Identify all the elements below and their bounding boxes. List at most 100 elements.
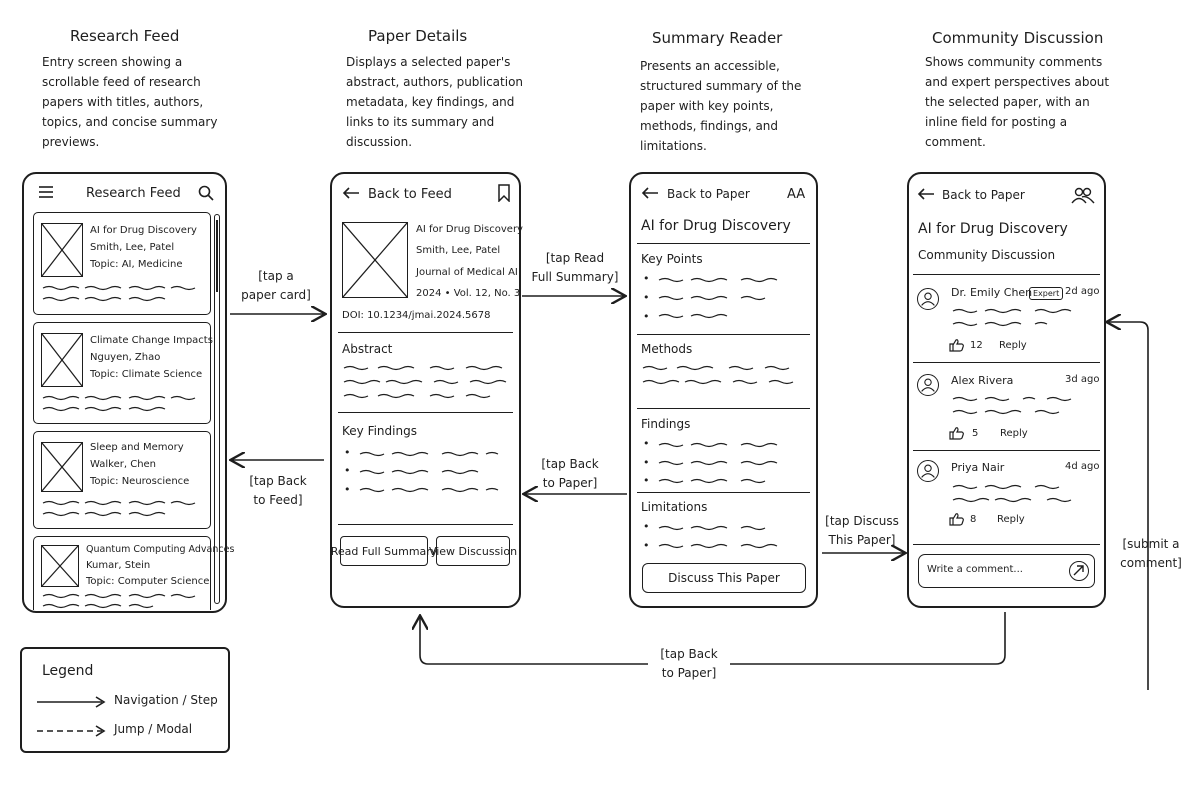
paper-card-topic: Topic: Climate Science <box>90 369 203 380</box>
reply-button[interactable]: Reply <box>997 514 1025 525</box>
avatar-icon <box>917 460 939 482</box>
feed-header: Research Feed <box>24 174 225 214</box>
comment-input-field[interactable]: Write a comment... <box>918 554 1095 588</box>
divider <box>913 544 1100 545</box>
legend-dashed-arrow <box>37 725 106 737</box>
back-arrow-icon[interactable] <box>917 187 935 204</box>
comment-author: Alex Rivera <box>951 374 1014 387</box>
bullet: • <box>643 520 650 533</box>
legend-dashed-label: Jump / Modal <box>114 722 193 736</box>
bullet: • <box>643 456 650 469</box>
legend-solid-arrow <box>37 696 106 708</box>
label-back-to-paper-2: [tap Back to Paper] <box>648 645 730 683</box>
column-title-paper-details: Paper Details <box>368 27 468 45</box>
send-icon[interactable] <box>1069 561 1089 581</box>
paper-card[interactable]: Climate Change Impacts Nguyen, Zhao Topi… <box>33 322 213 424</box>
label-submit-comment: [submit a comment] <box>1120 537 1182 570</box>
column-description-research-feed: Entry screen showing a scrollable feed o… <box>42 55 218 149</box>
comment-date: 3d ago <box>1065 374 1100 385</box>
summary-preview-lines <box>42 593 196 609</box>
divider <box>913 362 1100 363</box>
read-full-summary-button[interactable]: Read Full Summary <box>331 536 437 566</box>
discuss-this-paper-button[interactable]: Discuss This Paper <box>642 563 806 593</box>
paper-card[interactable]: Sleep and Memory Walker, Chen Topic: Neu… <box>33 431 211 529</box>
divider <box>913 274 1100 275</box>
summary-preview-lines <box>42 285 196 302</box>
bullet: • <box>643 310 650 323</box>
text-size-button[interactable]: AA <box>787 187 806 202</box>
summary-preview-lines <box>42 395 196 412</box>
feed-scrollbar-thumb[interactable] <box>216 220 218 292</box>
divider <box>637 243 810 244</box>
divider <box>637 492 810 493</box>
paper-thumbnail-icon <box>41 333 83 387</box>
label-tap-discuss: [tap Discuss This Paper] <box>825 514 899 547</box>
bullet: • <box>643 539 650 552</box>
people-icon[interactable] <box>1071 186 1095 207</box>
comment-author: Dr. Emily Chen <box>951 286 1033 299</box>
paper-thumbnail-icon <box>41 223 83 277</box>
abstract-text-lines <box>343 365 507 399</box>
paper-card-authors: Walker, Chen <box>90 459 157 470</box>
comment-input-placeholder: Write a comment... <box>927 564 1023 575</box>
label-back-to-feed: [tap Back to Feed] <box>249 474 307 507</box>
thumbs-up-icon[interactable] <box>949 512 965 529</box>
summary-paper-title: AI for Drug Discovery <box>641 218 791 234</box>
comment-date: 4d ago <box>1065 461 1100 472</box>
paper-card-title: Sleep and Memory <box>90 442 184 453</box>
label-back-to-paper-1: [tap Back to Paper] <box>541 457 599 490</box>
paper-card-authors: Smith, Lee, Patel <box>90 242 175 253</box>
paper-details-screen: Back to Feed AI for Drug Discovery Smith… <box>330 172 523 608</box>
bullet: • <box>643 474 650 487</box>
paper-card-title: Climate Change Impacts <box>90 335 213 346</box>
column-title-research-feed: Research Feed <box>70 27 180 45</box>
paper-card-title: Quantum Computing Advances <box>86 544 235 555</box>
reply-button[interactable]: Reply <box>999 340 1027 351</box>
divider <box>637 408 810 409</box>
paper-thumbnail-icon <box>41 545 79 587</box>
paper-card-topic: Topic: AI, Medicine <box>90 259 183 270</box>
view-discussion-button[interactable]: View Discussion <box>429 536 517 566</box>
paper-card-authors: Kumar, Stein <box>86 560 151 571</box>
paper-card[interactable]: AI for Drug Discovery Smith, Lee, Patel … <box>33 212 211 315</box>
bullet: • <box>344 483 351 496</box>
back-arrow-icon[interactable] <box>641 186 659 203</box>
paper-card[interactable]: Quantum Computing Advances Kumar, Stein … <box>33 536 234 610</box>
arrow-submit-comment <box>1108 322 1149 690</box>
paper-card-authors: Nguyen, Zhao <box>90 352 161 363</box>
paper-card-topic: Topic: Neuroscience <box>90 476 190 487</box>
comment-author: Priya Nair <box>951 461 1005 474</box>
search-icon[interactable] <box>198 185 214 204</box>
avatar-icon <box>917 374 939 396</box>
label-tap-paper-card: [tap a paper card] <box>241 269 311 302</box>
back-to-feed-link[interactable]: Back to Feed <box>368 187 452 202</box>
legend-solid-label: Navigation / Step <box>114 693 218 707</box>
reply-button[interactable]: Reply <box>1000 428 1028 439</box>
key-findings-lines <box>359 451 499 493</box>
bookmark-icon[interactable] <box>498 184 510 205</box>
paper-journal: Journal of Medical AI <box>416 267 518 278</box>
divider <box>338 332 513 333</box>
legend-title: Legend <box>42 663 94 679</box>
column-title-summary-reader: Summary Reader <box>652 29 783 47</box>
abstract-heading: Abstract <box>342 342 393 356</box>
feed-scrollbar[interactable] <box>214 214 220 604</box>
thumbs-up-icon[interactable] <box>949 338 965 355</box>
limitations-lines <box>658 525 778 549</box>
paper-doi: DOI: 10.1234/jmai.2024.5678 <box>342 310 491 321</box>
back-arrow-icon[interactable] <box>342 186 360 203</box>
community-discussion-screen: Back to Paper AI for Drug Discovery Comm… <box>907 172 1106 608</box>
key-findings-heading: Key Findings <box>342 424 417 438</box>
thumbs-up-icon[interactable] <box>949 426 965 443</box>
paper-thumbnail-icon <box>342 222 408 298</box>
methods-heading: Methods <box>641 342 693 356</box>
bullet: • <box>643 291 650 304</box>
key-points-lines <box>658 277 778 319</box>
back-to-paper-link[interactable]: Back to Paper <box>942 188 1025 202</box>
back-to-paper-link[interactable]: Back to Paper <box>667 187 750 201</box>
paper-authors: Smith, Lee, Patel <box>416 245 501 256</box>
summary-reader-screen: Back to Paper AA AI for Drug Discovery K… <box>629 172 818 608</box>
paper-thumbnail-icon <box>41 442 83 492</box>
methods-lines <box>642 365 794 385</box>
hamburger-icon[interactable] <box>38 185 54 202</box>
